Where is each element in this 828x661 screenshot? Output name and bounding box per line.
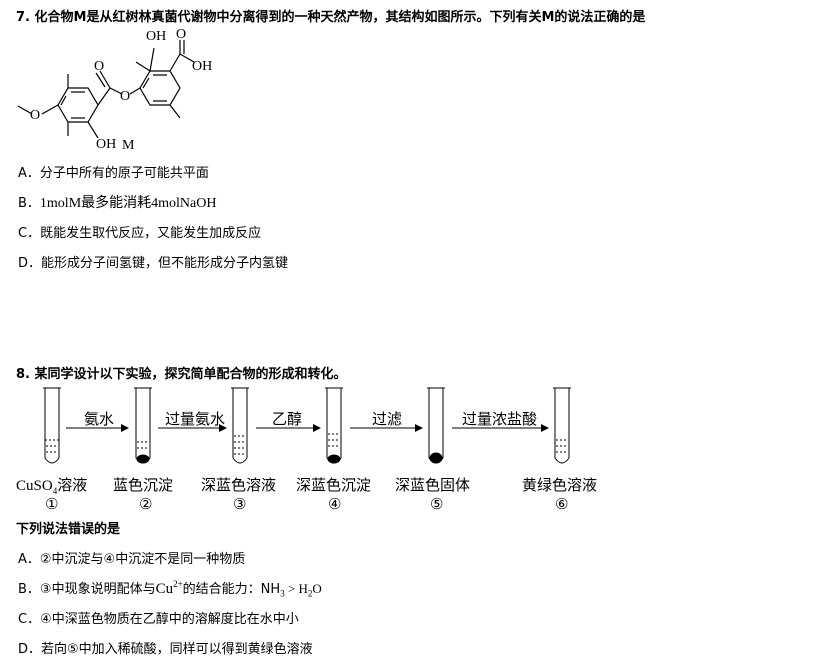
- tube-number-5: ⑤: [430, 495, 444, 513]
- option-text: 1molM最多能消耗4molNaOH: [39, 196, 217, 211]
- tube-number-6: ⑥: [555, 495, 569, 513]
- experiment-diagram: [43, 387, 571, 464]
- option-letter: A．: [18, 552, 40, 567]
- oh-bottom-label: OH: [96, 137, 116, 152]
- option-text: ④中深蓝色物质在乙醇中的溶解度比在水中小: [40, 612, 299, 627]
- methoxy-o-label: O: [30, 108, 40, 123]
- tube-number-4: ④: [328, 495, 342, 513]
- option-text-mid: 的结合能力：NH: [182, 582, 281, 597]
- q7-option-d[interactable]: D．能形成分子间氢键，但不能形成分子内氢键: [18, 252, 288, 271]
- tube-label-4: 深蓝色沉淀: [296, 476, 372, 494]
- tube-number-1: ①: [45, 495, 59, 513]
- option-letter: D．: [18, 642, 42, 657]
- q8-option-d[interactable]: D．若向⑤中加入稀硫酸，同样可以得到黄绿色溶液: [18, 638, 313, 657]
- tube-number-2: ②: [139, 495, 153, 513]
- q8-option-c[interactable]: C．④中深蓝色物质在乙醇中的溶解度比在水中小: [18, 608, 299, 627]
- option-text: 能形成分子间氢键，但不能形成分子内氢键: [41, 256, 289, 271]
- option-letter: B．: [18, 196, 40, 211]
- option-letter: D．: [18, 256, 42, 271]
- option-text: 分子中所有的原子可能共平面: [39, 166, 209, 181]
- cu-ion: Cu2+: [155, 579, 183, 597]
- ester-o-double-label: O: [94, 59, 104, 74]
- ester-o-label: O: [120, 89, 130, 104]
- option-text: 既能发生取代反应，又能发生加成反应: [40, 226, 262, 241]
- option-text: 若向⑤中加入稀硫酸，同样可以得到黄绿色溶液: [41, 642, 313, 657]
- tube-label-5: 深蓝色固体: [395, 476, 471, 494]
- test-tube-4: [325, 387, 343, 464]
- option-text: ②中沉淀与④中沉淀不是同一种物质: [39, 552, 246, 567]
- tube-label-1: CuSO4溶液: [16, 476, 88, 496]
- option-text-pre: ③中现象说明配体与: [39, 582, 156, 597]
- option-letter: A．: [18, 166, 40, 181]
- test-tube-1: [43, 387, 61, 464]
- tube-number-3: ③: [233, 495, 247, 513]
- cooh-o-label: O: [176, 27, 186, 42]
- tube-label-6: 黄绿色溶液: [522, 476, 598, 494]
- arrow-label-2: 过量氨水: [165, 410, 226, 428]
- test-tube-6: [553, 387, 571, 464]
- test-tube-3: [231, 387, 249, 464]
- arrow-label-5: 过量浓盐酸: [462, 410, 538, 428]
- tube-label-3: 深蓝色溶液: [201, 476, 277, 494]
- oh-top-label: OH: [146, 29, 166, 44]
- q7-stem: 7. 化合物M是从红树林真菌代谢物中分离得到的一种天然产物，其结构如图所示。下列…: [16, 10, 646, 25]
- test-tube-5: [427, 387, 445, 464]
- option-letter: C．: [18, 226, 41, 241]
- arrow-label-1: 氨水: [84, 410, 115, 428]
- q8-option-b[interactable]: B．③中现象说明配体与Cu2+的结合能力：NH3 > H2O: [18, 579, 322, 599]
- test-tube-2: [134, 387, 152, 464]
- option-letter: C．: [18, 612, 41, 627]
- option-letter: B．: [18, 582, 40, 597]
- compound-label: M: [122, 138, 135, 153]
- arrow-label-4: 过滤: [372, 410, 403, 428]
- q8-option-a[interactable]: A．②中沉淀与④中沉淀不是同一种物质: [18, 548, 245, 567]
- q8-stem: 8. 某同学设计以下实验，探究简单配合物的形成和转化。: [16, 367, 347, 382]
- tube-label-2: 蓝色沉淀: [113, 476, 174, 494]
- q8-sub-stem: 下列说法错误的是: [16, 522, 121, 537]
- cooh-oh-label: OH: [192, 59, 212, 74]
- arrow-label-3: 乙醇: [272, 410, 303, 428]
- q7-option-b[interactable]: B．1molM最多能消耗4molNaOH: [18, 192, 216, 212]
- q7-option-c[interactable]: C．既能发生取代反应，又能发生加成反应: [18, 222, 261, 241]
- q7-option-a[interactable]: A．分子中所有的原子可能共平面: [18, 162, 209, 181]
- compound-m-structure: OH O OH O O OH O: [17, 27, 212, 152]
